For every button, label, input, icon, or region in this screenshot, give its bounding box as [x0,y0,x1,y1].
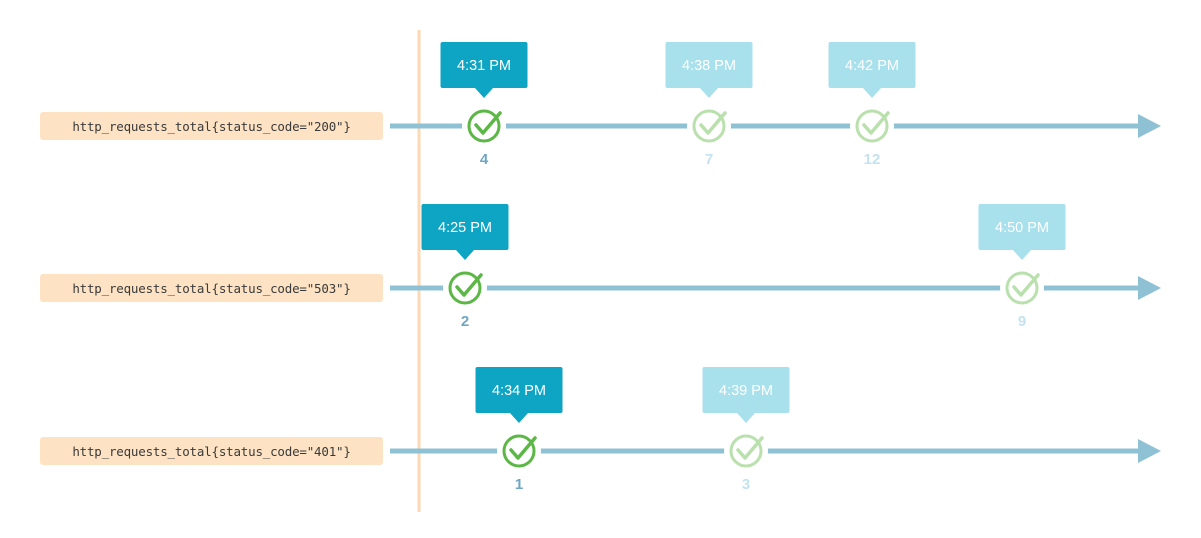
arrowhead-icon [1138,439,1161,463]
checkmark-icon [862,111,890,135]
sample-value: 12 [864,151,881,168]
check-circle-icon [502,434,536,468]
sample-marker[interactable]: 4:50 PM 9 [978,204,1066,330]
check-circle-icon [729,434,763,468]
check-circle-icon [467,109,501,143]
series-label-200: http_requests_total{status_code="200"} [40,112,383,140]
check-circle-icon [448,271,482,305]
sample-marker[interactable]: 4:31 PM 4 [440,42,528,168]
timeline-row-401: 4:34 PM 1 4:39 PM 3 [390,367,1161,493]
time-tooltip [665,42,753,88]
sample-time: 4:31 PM [457,58,511,74]
sample-marker[interactable]: 4:38 PM 7 [665,42,753,168]
time-tooltip [421,204,509,250]
sample-marker[interactable]: 4:42 PM 12 [828,42,916,168]
check-circle-icon [1005,271,1039,305]
checkmark-icon [474,111,502,135]
checkmark-icon [509,436,537,460]
checkmark-icon [1012,273,1040,297]
time-tooltip [440,42,528,88]
sample-time: 4:38 PM [682,58,736,74]
sample-value: 7 [705,151,713,168]
timeline-row-503: 4:25 PM 2 4:50 PM 9 [390,204,1161,330]
sample-value: 4 [480,151,489,168]
tooltip-pointer [1013,250,1031,260]
time-tooltip [702,367,790,413]
tooltip-pointer [456,250,474,260]
sample-time: 4:42 PM [845,58,899,74]
timeline-row-200: 4:31 PM 4 4:38 PM 7 4:42 PM 12 [390,42,1161,168]
series-label-401: http_requests_total{status_code="401"} [40,437,383,465]
sample-time: 4:34 PM [492,383,546,399]
sample-time: 4:39 PM [719,383,773,399]
sample-time: 4:25 PM [438,220,492,236]
series-label-503: http_requests_total{status_code="503"} [40,274,383,302]
tooltip-pointer [863,88,881,98]
tooltip-pointer [475,88,493,98]
sample-marker[interactable]: 4:34 PM 1 [475,367,563,493]
tooltip-pointer [510,413,528,423]
sample-value: 2 [461,313,469,330]
arrowhead-icon [1138,114,1161,138]
sample-marker[interactable]: 4:39 PM 3 [702,367,790,493]
tooltip-pointer [700,88,718,98]
time-tooltip [828,42,916,88]
checkmark-icon [699,111,727,135]
sample-value: 9 [1018,313,1026,330]
checkmark-icon [736,436,764,460]
sample-value: 3 [742,476,750,493]
time-tooltip [978,204,1066,250]
sample-value: 1 [515,476,523,493]
check-circle-icon [855,109,889,143]
sample-time: 4:50 PM [995,220,1049,236]
sample-marker[interactable]: 4:25 PM 2 [421,204,509,330]
arrowhead-icon [1138,276,1161,300]
checkmark-icon [455,273,483,297]
check-circle-icon [692,109,726,143]
time-tooltip [475,367,563,413]
tooltip-pointer [737,413,755,423]
